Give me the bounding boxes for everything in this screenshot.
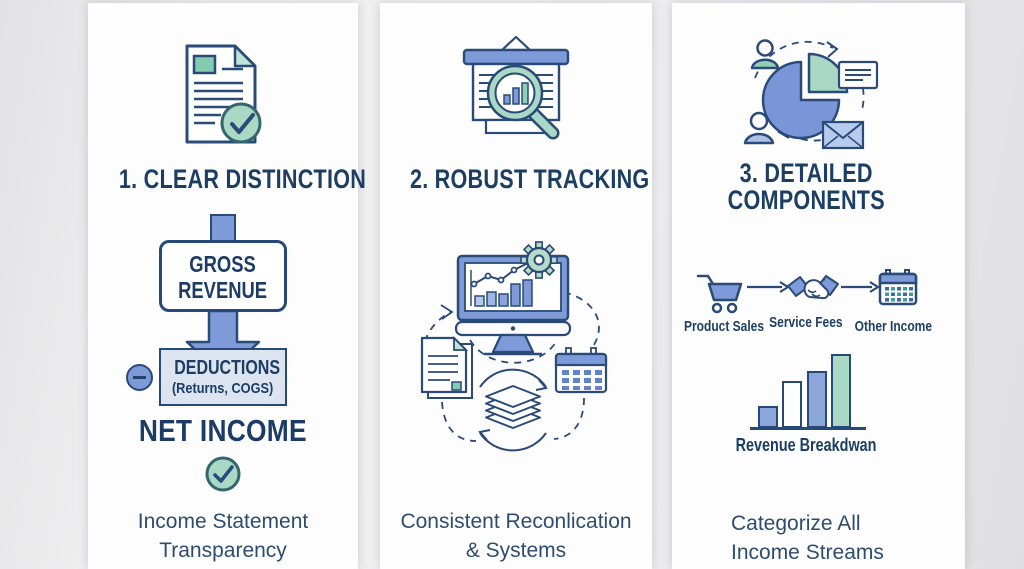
panel-clear-distinction: 1. CLEAR DISTINCTION GROSS REVENUE DEDUC… — [88, 3, 367, 569]
flow-arrow-icon — [840, 280, 880, 294]
calendar-icon — [878, 269, 918, 309]
flow-arrow-icon — [746, 280, 790, 294]
minus-circle-icon — [126, 364, 153, 391]
chart-label: Revenue Breakdwan — [735, 435, 877, 455]
chart-bar — [807, 371, 827, 428]
chart-bar — [831, 354, 851, 428]
panel1-caption: Income Statement Transparency — [137, 510, 309, 562]
document-check-icon — [88, 42, 358, 151]
stream-label-product-sales: Product Sales — [684, 318, 765, 335]
gross-revenue-box: GROSS REVENUE — [159, 240, 287, 312]
net-income-label: NET INCOME — [139, 413, 307, 448]
stack-cycle-icon — [478, 368, 548, 452]
panel-robust-tracking: 2. ROBUST TRACKING — [380, 3, 652, 569]
revenue-breakdown-chart — [748, 346, 872, 430]
pie-distribution-icon — [735, 28, 885, 170]
presentation-magnifier-icon — [460, 36, 572, 152]
reconciliation-system-illustration — [408, 240, 628, 480]
handshake-icon — [786, 270, 840, 312]
stream-label-other-income: Other Income — [854, 318, 933, 335]
stream-label-service-fees: Service Fees — [769, 314, 843, 331]
deductions-box: DEDUCTIONS (Returns, COGS) — [159, 348, 287, 406]
cart-icon — [696, 270, 744, 316]
panel3-caption: Categorize All Income Streams — [731, 512, 884, 564]
gear-icon — [520, 241, 558, 279]
chart-bar — [782, 381, 802, 428]
panel2-title: 2. ROBUST TRACKING — [409, 164, 650, 194]
panel-detailed-components: 3. DETAILED COMPONENTS — [672, 3, 965, 569]
chart-baseline — [750, 427, 866, 430]
calendar-icon — [554, 347, 608, 394]
check-circle-icon — [88, 455, 358, 498]
panel1-title: 1. CLEAR DISTINCTION — [118, 164, 367, 194]
chart-bar — [758, 406, 778, 428]
panel3-title: 3. DETAILED COMPONENTS — [727, 158, 885, 215]
panel2-caption: Consistent Reconlication & Systems — [400, 510, 632, 562]
